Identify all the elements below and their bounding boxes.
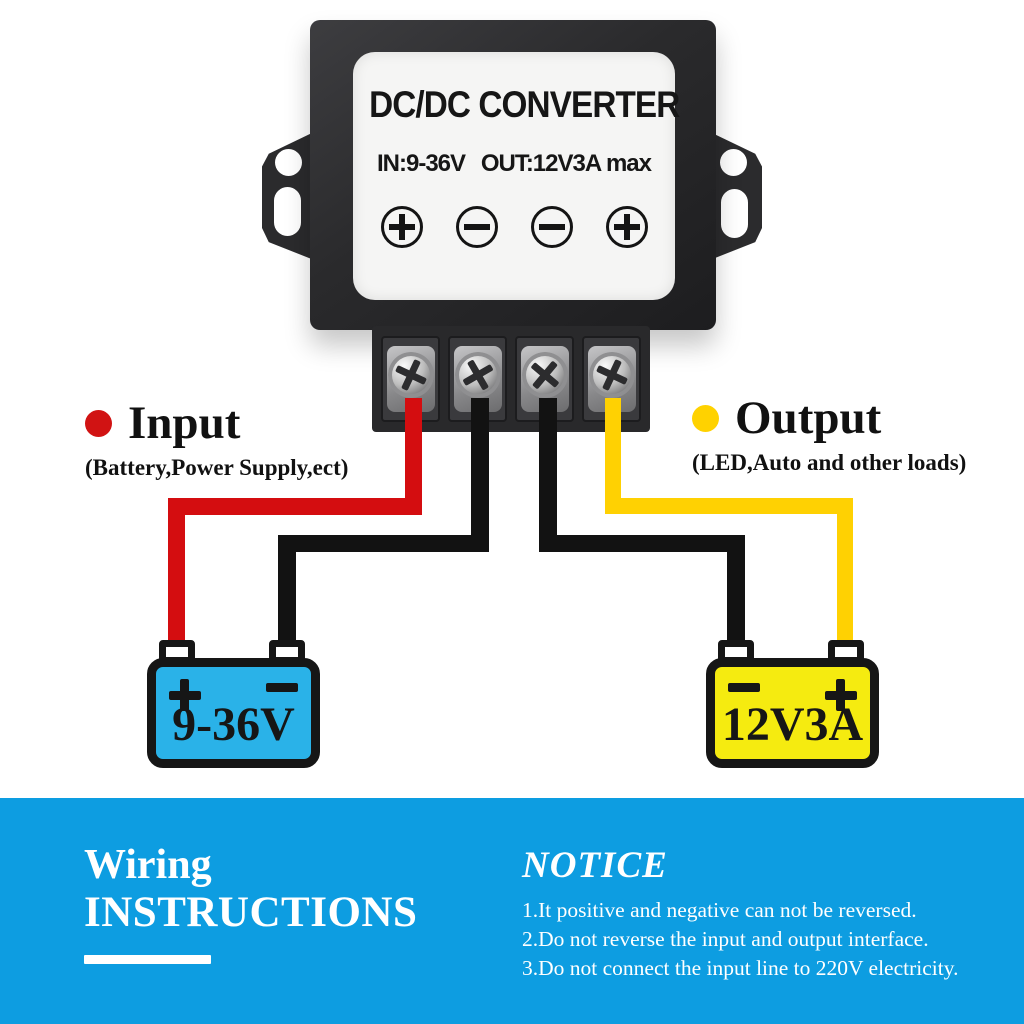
input-dot-icon [85, 410, 112, 437]
wire-black-input-horizontal [278, 535, 489, 552]
wire-red-vertical-from-terminal [405, 398, 422, 515]
banner-title-line2: INSTRUCTIONS [84, 889, 418, 937]
device-specs: IN:9-36V OUT:12V3A max [353, 150, 675, 178]
minus-icon [266, 671, 298, 703]
mount-hole-icon [275, 149, 302, 176]
banner-heading: Wiring INSTRUCTIONS [84, 842, 417, 964]
input-title: Input [128, 397, 241, 449]
input-spec: IN:9-36V [377, 150, 466, 177]
terminal-block [372, 326, 650, 432]
notice-item: 2.Do not reverse the input and output in… [522, 927, 929, 951]
notice-section: NOTICE 1.It positive and negative can no… [522, 844, 958, 983]
minus-icon [455, 206, 498, 248]
input-battery-value: 9-36V [172, 698, 295, 751]
notice-item: 1.It positive and negative can not be re… [522, 898, 917, 922]
plus-icon [825, 679, 857, 711]
mount-slot-icon [274, 187, 301, 236]
instructions-banner: Wiring INSTRUCTIONS NOTICE 1.It positive… [0, 798, 1024, 1024]
banner-title-line1: Wiring [84, 842, 212, 888]
output-battery-value: 12V3A [721, 698, 864, 751]
wire-black-output-horizontal [539, 535, 745, 552]
output-subtitle: (LED,Auto and other loads) [692, 450, 967, 475]
wire-red-vertical-to-battery [168, 512, 185, 652]
wire-yellow-vertical-from-terminal [605, 398, 621, 514]
plus-icon [605, 206, 648, 248]
minus-icon [530, 206, 573, 248]
output-annotation: Output (LED,Auto and other loads) [692, 395, 966, 476]
device-title: DC/DC CONVERTER [369, 84, 680, 125]
input-annotation: Input (Battery,Power Supply,ect) [85, 400, 348, 481]
wire-red-horizontal [168, 498, 422, 515]
converter-label-panel: DC/DC CONVERTER IN:9-36V OUT:12V3A max [353, 52, 680, 300]
notice-item: 3.Do not connect the input line to 220V … [522, 956, 959, 980]
banner-underline [84, 954, 211, 964]
mount-hole-icon [720, 149, 747, 176]
output-spec: OUT:12V3A max [480, 150, 652, 177]
wire-black-output-vertical-from-terminal [539, 398, 557, 535]
converter-body: DC/DC CONVERTER IN:9-36V OUT:12V3A max [310, 20, 716, 330]
wire-black-input-vertical-from-terminal [471, 398, 489, 535]
wire-black-input-vertical-to-battery [278, 549, 296, 652]
input-subtitle: (Battery,Power Supply,ect) [85, 455, 349, 480]
terminal-4 [582, 336, 641, 422]
wire-yellow-vertical-to-battery [837, 512, 853, 652]
wire-yellow-horizontal [605, 498, 853, 514]
plus-icon [380, 206, 423, 248]
input-battery: 9-36V [147, 658, 320, 768]
minus-icon [728, 671, 760, 703]
output-battery: 12V3A [706, 658, 879, 768]
output-dot-icon [692, 405, 719, 432]
wire-black-output-vertical-to-battery [727, 549, 745, 652]
notice-list: 1.It positive and negative can not be re… [522, 896, 958, 983]
output-title: Output [735, 392, 882, 444]
mount-slot-icon [721, 189, 748, 238]
terminal-3 [515, 336, 574, 422]
notice-title: NOTICE [522, 845, 668, 886]
terminal-1 [381, 336, 440, 422]
polarity-symbols [353, 206, 675, 248]
plus-icon [169, 679, 201, 711]
